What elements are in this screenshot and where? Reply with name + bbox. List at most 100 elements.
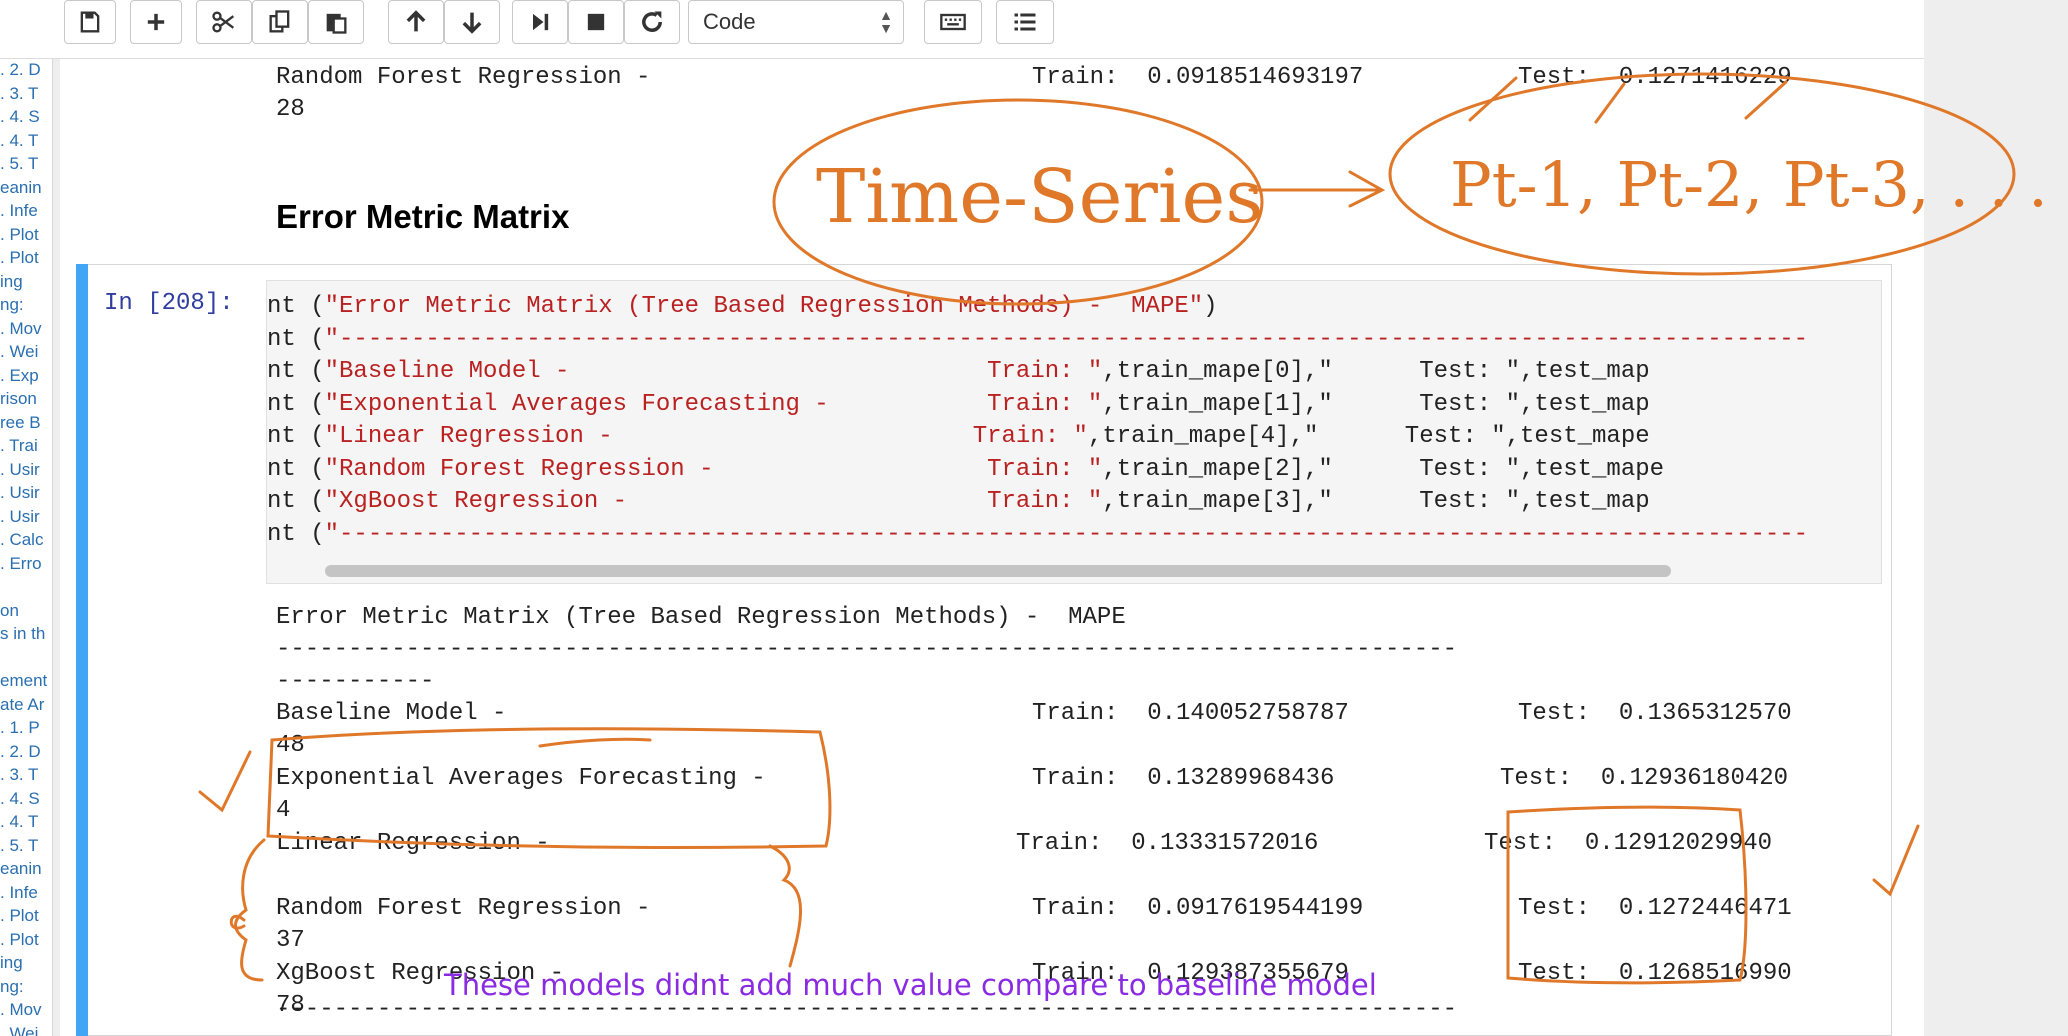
toc-item[interactable]: . Usir	[0, 459, 40, 479]
cell-type-value: Code	[703, 9, 756, 34]
toc-item[interactable]: . Usir	[0, 506, 40, 526]
output-row-train: Train: 0.13331572016	[1016, 830, 1319, 857]
toc-item[interactable]: ing	[0, 271, 23, 291]
toc-item[interactable]: ement	[0, 671, 48, 690]
stop-icon	[587, 13, 605, 31]
toc-item[interactable]: . 3. T	[0, 83, 39, 103]
toc-item[interactable]: . Plot	[0, 906, 39, 925]
toc-item[interactable]: ng:	[0, 295, 24, 314]
toc-item[interactable]: . Wei	[0, 1023, 39, 1036]
code-line: nt ("Linear Regression - Train: ",train_…	[267, 423, 1650, 450]
code-args: ,train_mape[3]," Test: ",test_map	[1102, 488, 1650, 515]
toc-item[interactable]: eanin	[0, 859, 42, 878]
copy-icon	[269, 10, 290, 33]
output-row-label: Exponential Averages Forecasting -	[276, 765, 766, 792]
toc-item[interactable]: . 2. D	[0, 60, 41, 79]
insert-cell-button[interactable]	[130, 0, 182, 44]
toc-item[interactable]: . 1. P	[0, 718, 40, 737]
toc-item[interactable]: s in th	[0, 624, 46, 643]
output-row-wrap: 78	[276, 992, 305, 1019]
toc-item[interactable]: . 5. T	[0, 835, 39, 855]
output-row-test: Test: 0.1268516990	[1518, 960, 1792, 987]
code-line: nt ("-----------------------------------…	[267, 326, 1808, 353]
toc-item[interactable]: . Infe	[0, 882, 38, 902]
code-string: "XgBoost Regression - Train: "	[324, 488, 1103, 515]
output-row-label: Linear Regression -	[276, 830, 550, 857]
toc-item[interactable]: . Plot	[0, 929, 39, 949]
toc-item[interactable]: . 4. T	[0, 130, 39, 150]
toc-item[interactable]: . 4. T	[0, 812, 39, 831]
output-row-wrap: 37	[276, 927, 305, 954]
output-row-test: Test: 0.1365312570	[1518, 700, 1792, 727]
copy-button[interactable]	[252, 0, 308, 44]
cut-icon	[212, 11, 235, 33]
toc-item[interactable]: . Mov	[0, 318, 42, 338]
code-editor[interactable]: nt ("Error Metric Matrix (Tree Based Reg…	[266, 280, 1882, 584]
output-row-label: XgBoost Regression -	[276, 960, 565, 987]
move-down-icon	[462, 12, 482, 34]
move-down-button[interactable]	[444, 0, 500, 44]
code-call: nt (	[267, 455, 325, 483]
toc-item[interactable]: . Wei	[0, 342, 39, 361]
toc-item[interactable]: ing	[0, 953, 23, 972]
toc-item[interactable]: on	[0, 600, 19, 620]
cell-type-select[interactable]: Code ▲▼	[688, 0, 904, 44]
output-row-label: Baseline Model -	[276, 700, 507, 727]
code-line: nt ("XgBoost Regression - Train: ",train…	[267, 488, 1650, 515]
cell-selection-bar	[76, 264, 88, 1036]
code-args: ,train_mape[4]," Test: ",test_mape	[1087, 423, 1650, 450]
paste-button[interactable]	[308, 0, 364, 44]
toc-item[interactable]: . Plot	[0, 248, 39, 267]
toc-sidebar: . 2. D . 3. T . 4. S . 4. T . 5. T eanin . Inf…	[0, 58, 53, 1036]
restart-button[interactable]	[624, 0, 680, 44]
move-up-button[interactable]	[388, 0, 444, 44]
toc-item[interactable]: . 2. D	[0, 741, 41, 761]
toc-item[interactable]: . 4. S	[0, 788, 40, 808]
toc-item[interactable]: ree B	[0, 412, 41, 432]
code-call: nt (	[267, 358, 325, 385]
toc-item[interactable]: . Plot	[0, 224, 39, 244]
output-rule-tail: -----------	[276, 668, 435, 695]
output-row-wrap: 4	[276, 797, 291, 824]
code-line: nt ("Exponential Averages Forecasting - …	[267, 391, 1650, 418]
code-string: "Linear Regression - Train: "	[324, 423, 1088, 450]
prev-output-train: Train: 0.0918514693197	[1032, 64, 1364, 91]
command-palette-button[interactable]	[924, 0, 982, 44]
output-row-test: Test: 0.12936180420	[1500, 765, 1789, 792]
toc-item[interactable]: rison	[0, 389, 37, 408]
output-row-test: Test: 0.12912029940	[1484, 830, 1773, 857]
code-line: nt ("Random Forest Regression - Train: "…	[267, 456, 1664, 483]
toc-item[interactable]: eanin	[0, 177, 42, 197]
toc-item[interactable]: . Usir	[0, 483, 40, 502]
run-button[interactable]	[512, 0, 568, 44]
code-call: nt (	[267, 520, 325, 548]
toc-item[interactable]: . Erro	[0, 553, 42, 573]
toc-toggle-button[interactable]	[996, 0, 1054, 44]
annotation-text: These models didnt add much value compar…	[444, 968, 1377, 1002]
keyboard-icon	[940, 13, 966, 31]
toc-item[interactable]: . 4. S	[0, 107, 40, 126]
toc-item[interactable]: . Calc	[0, 530, 44, 549]
run-icon	[533, 13, 549, 31]
toc-item[interactable]: . Mov	[0, 1000, 42, 1019]
toc-item[interactable]: . Trai	[0, 436, 38, 455]
output-row-train: Train: 0.13289968436	[1032, 765, 1335, 792]
toc-item[interactable]: . 3. T	[0, 765, 39, 784]
horizontal-scrollbar[interactable]	[325, 565, 1671, 577]
toc-item[interactable]: . Exp	[0, 365, 39, 385]
code-string: "---------------------------------------…	[324, 520, 1809, 548]
section-heading: Error Metric Matrix	[276, 198, 570, 235]
prev-output-test: Test: 0.1271416229	[1518, 64, 1792, 91]
cut-button[interactable]	[196, 0, 252, 44]
code-args: ,train_mape[0]," Test: ",test_map	[1102, 358, 1650, 385]
save-button[interactable]	[64, 0, 116, 44]
interrupt-button[interactable]	[568, 0, 624, 44]
toc-item[interactable]: ate Ar	[0, 694, 45, 714]
toc-item[interactable]: ng:	[0, 976, 24, 996]
toc-item[interactable]: . 5. T	[0, 154, 39, 173]
select-arrows-icon: ▲▼	[879, 7, 893, 36]
page-margin	[1924, 0, 2068, 1036]
prev-output-wrap: 28	[276, 96, 305, 123]
toc-item[interactable]: . Infe	[0, 201, 38, 220]
code-string: "Baseline Model - Train: "	[324, 358, 1103, 385]
